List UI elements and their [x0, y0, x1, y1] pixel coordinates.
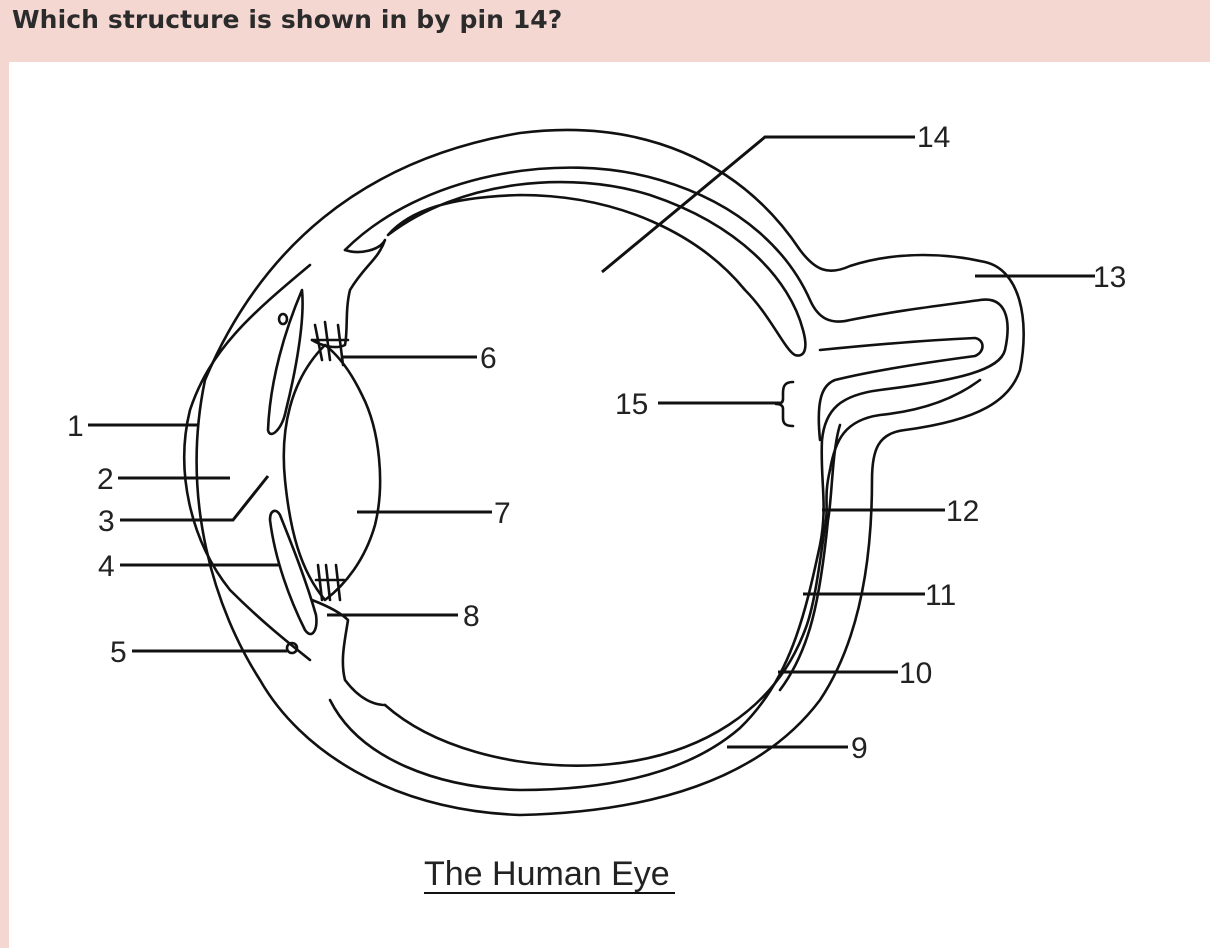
iris-upper [266, 288, 304, 436]
sclera-outline [195, 128, 1025, 817]
cornea-outline [183, 263, 312, 662]
suspensory-ligaments-upper [310, 320, 350, 367]
optic-nerve-inner [817, 336, 984, 472]
pin-label-13: 13 [1093, 261, 1126, 294]
pin-label-6: 6 [480, 342, 497, 375]
lens-outline [282, 343, 382, 602]
ciliary-body-upper [310, 238, 387, 349]
leader-14 [601, 135, 915, 274]
pin-label-4: 4 [98, 550, 115, 583]
canal-upper [277, 312, 289, 326]
pin-label-10: 10 [899, 657, 932, 690]
pin-label-7: 7 [494, 497, 511, 530]
question-text: Which structure is shown in by pin 14? [12, 5, 563, 34]
retina-lower-outline [383, 468, 832, 767]
pin-label-11: 11 [925, 579, 956, 612]
question-header: Which structure is shown in by pin 14? [0, 0, 1210, 62]
figure-panel [9, 62, 1210, 948]
canal-of-schlemm [285, 641, 299, 655]
optic-nerve-vessel [778, 423, 842, 692]
iris-lower [268, 509, 318, 636]
pin-label-15: 15 [615, 388, 648, 421]
pin-label-8: 8 [463, 600, 480, 633]
ciliary-body-lower [310, 598, 387, 707]
diagram-caption: The Human Eye [424, 855, 670, 893]
pin-label-5: 5 [110, 636, 127, 669]
choroid-outline [328, 166, 1009, 792]
pin-label-2: 2 [97, 463, 114, 496]
pin-label-3: 3 [98, 505, 115, 538]
suspensory-ligaments-lower [314, 563, 346, 602]
pin-label-1: 1 [67, 410, 84, 443]
pin-label-12: 12 [946, 495, 979, 528]
leader-3 [120, 475, 270, 522]
pin-label-9: 9 [851, 732, 868, 765]
pin-label-14: 14 [917, 121, 950, 154]
retina-outline [386, 180, 807, 357]
